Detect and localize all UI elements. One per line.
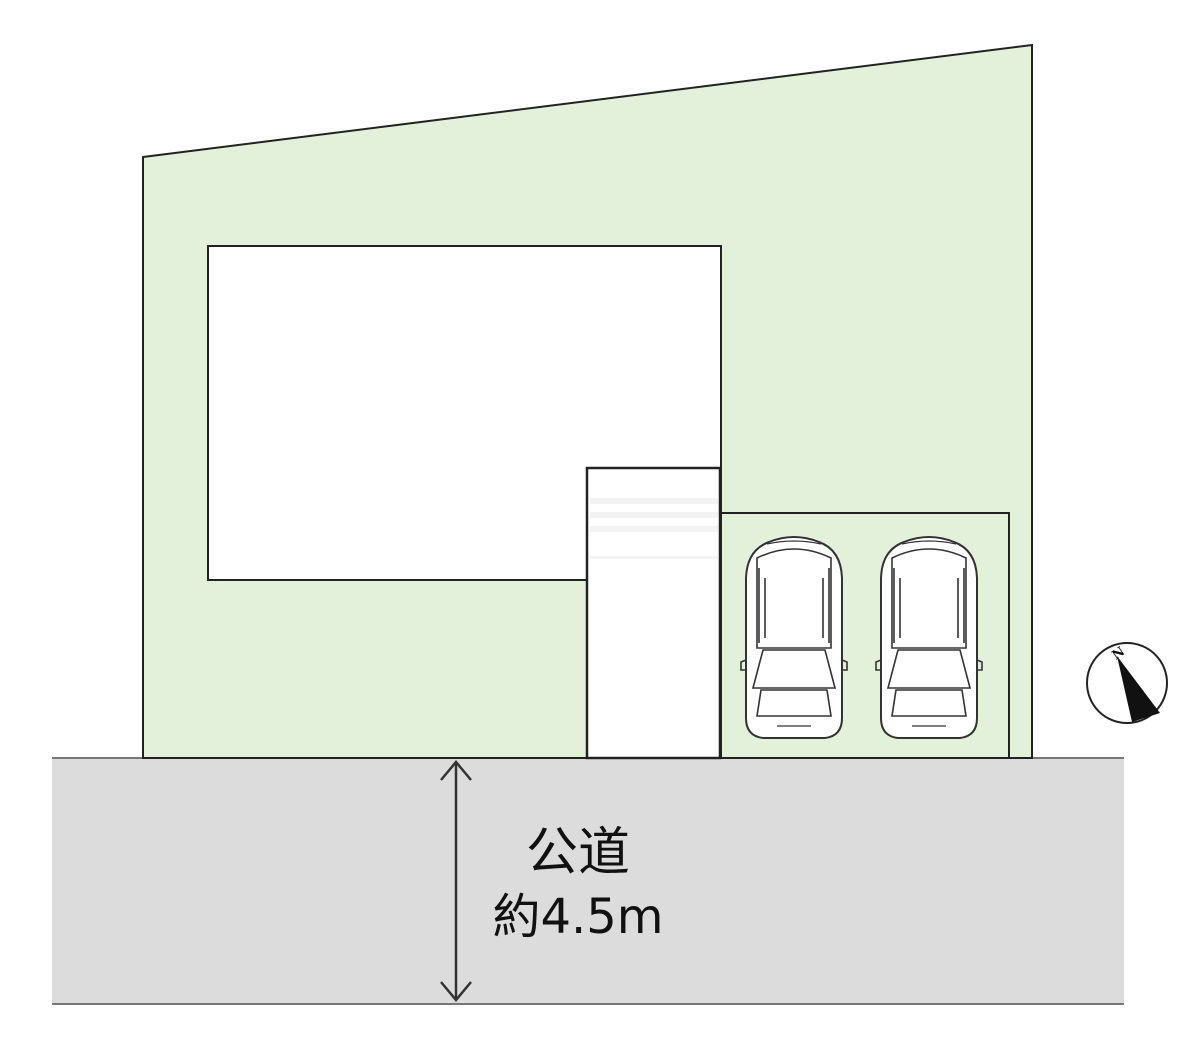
road-width-arrow — [440, 760, 472, 1002]
parked-car — [875, 536, 983, 739]
entrance-approach — [585, 466, 722, 760]
parked-car — [740, 536, 848, 739]
compass: N — [1086, 642, 1168, 724]
watermark — [590, 498, 718, 559]
road-name-label: 公道 — [526, 823, 630, 883]
compass-needle-icon — [1117, 656, 1160, 722]
public-road — [52, 758, 1124, 1004]
road-width-label: 約4.5m — [492, 889, 663, 945]
